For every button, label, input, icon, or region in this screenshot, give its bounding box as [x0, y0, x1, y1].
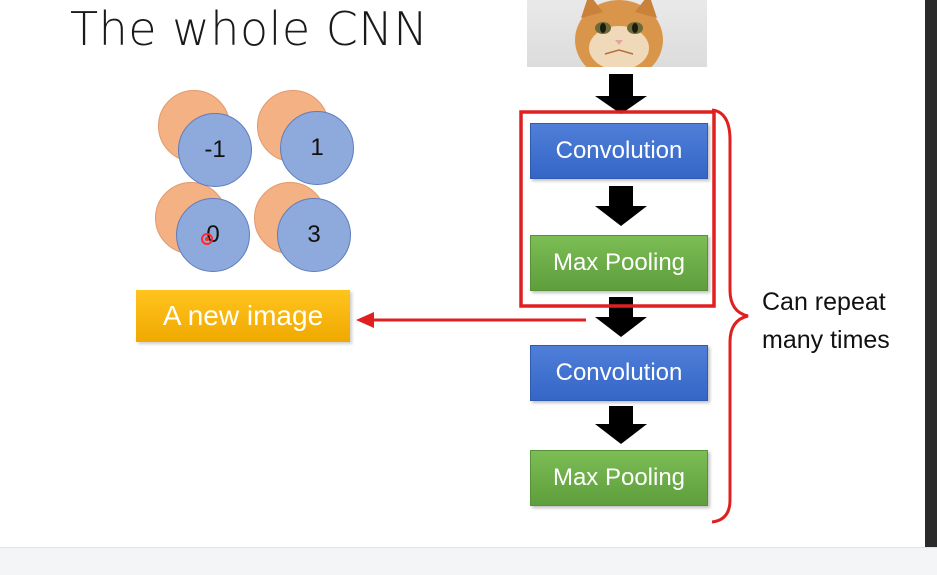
- cat-illustration: [575, 0, 663, 67]
- down-arrow-icon: [595, 297, 647, 337]
- new-image-label: A new image: [136, 290, 350, 342]
- max-pooling-block: Max Pooling: [530, 235, 708, 291]
- red-arrow-head-icon: [356, 312, 374, 328]
- repeat-note-line2: many times: [762, 326, 890, 354]
- convolution-block: Convolution: [530, 345, 708, 401]
- highlight-box: [519, 110, 716, 308]
- down-arrow-icon: [595, 186, 647, 226]
- convolution-block: Convolution: [530, 123, 708, 179]
- slide-title: The whole CNN: [70, 2, 429, 56]
- feature-value-circle: 0: [176, 198, 250, 272]
- laser-pointer-dot: [201, 233, 213, 245]
- bottom-bar: [0, 547, 937, 575]
- feature-value-circle: 1: [280, 111, 354, 185]
- cat-image: [527, 0, 707, 67]
- max-pooling-block: Max Pooling: [530, 450, 708, 506]
- down-arrow-icon: [595, 406, 647, 444]
- repeat-note-line1: Can repeat: [762, 288, 886, 316]
- curly-brace: [711, 108, 749, 524]
- down-arrow-icon: [595, 74, 647, 114]
- feature-value-circle: -1: [178, 113, 252, 187]
- window-edge: [925, 0, 937, 574]
- feature-value-circle: 3: [277, 198, 351, 272]
- repeat-note: Can repeat many times: [762, 283, 890, 359]
